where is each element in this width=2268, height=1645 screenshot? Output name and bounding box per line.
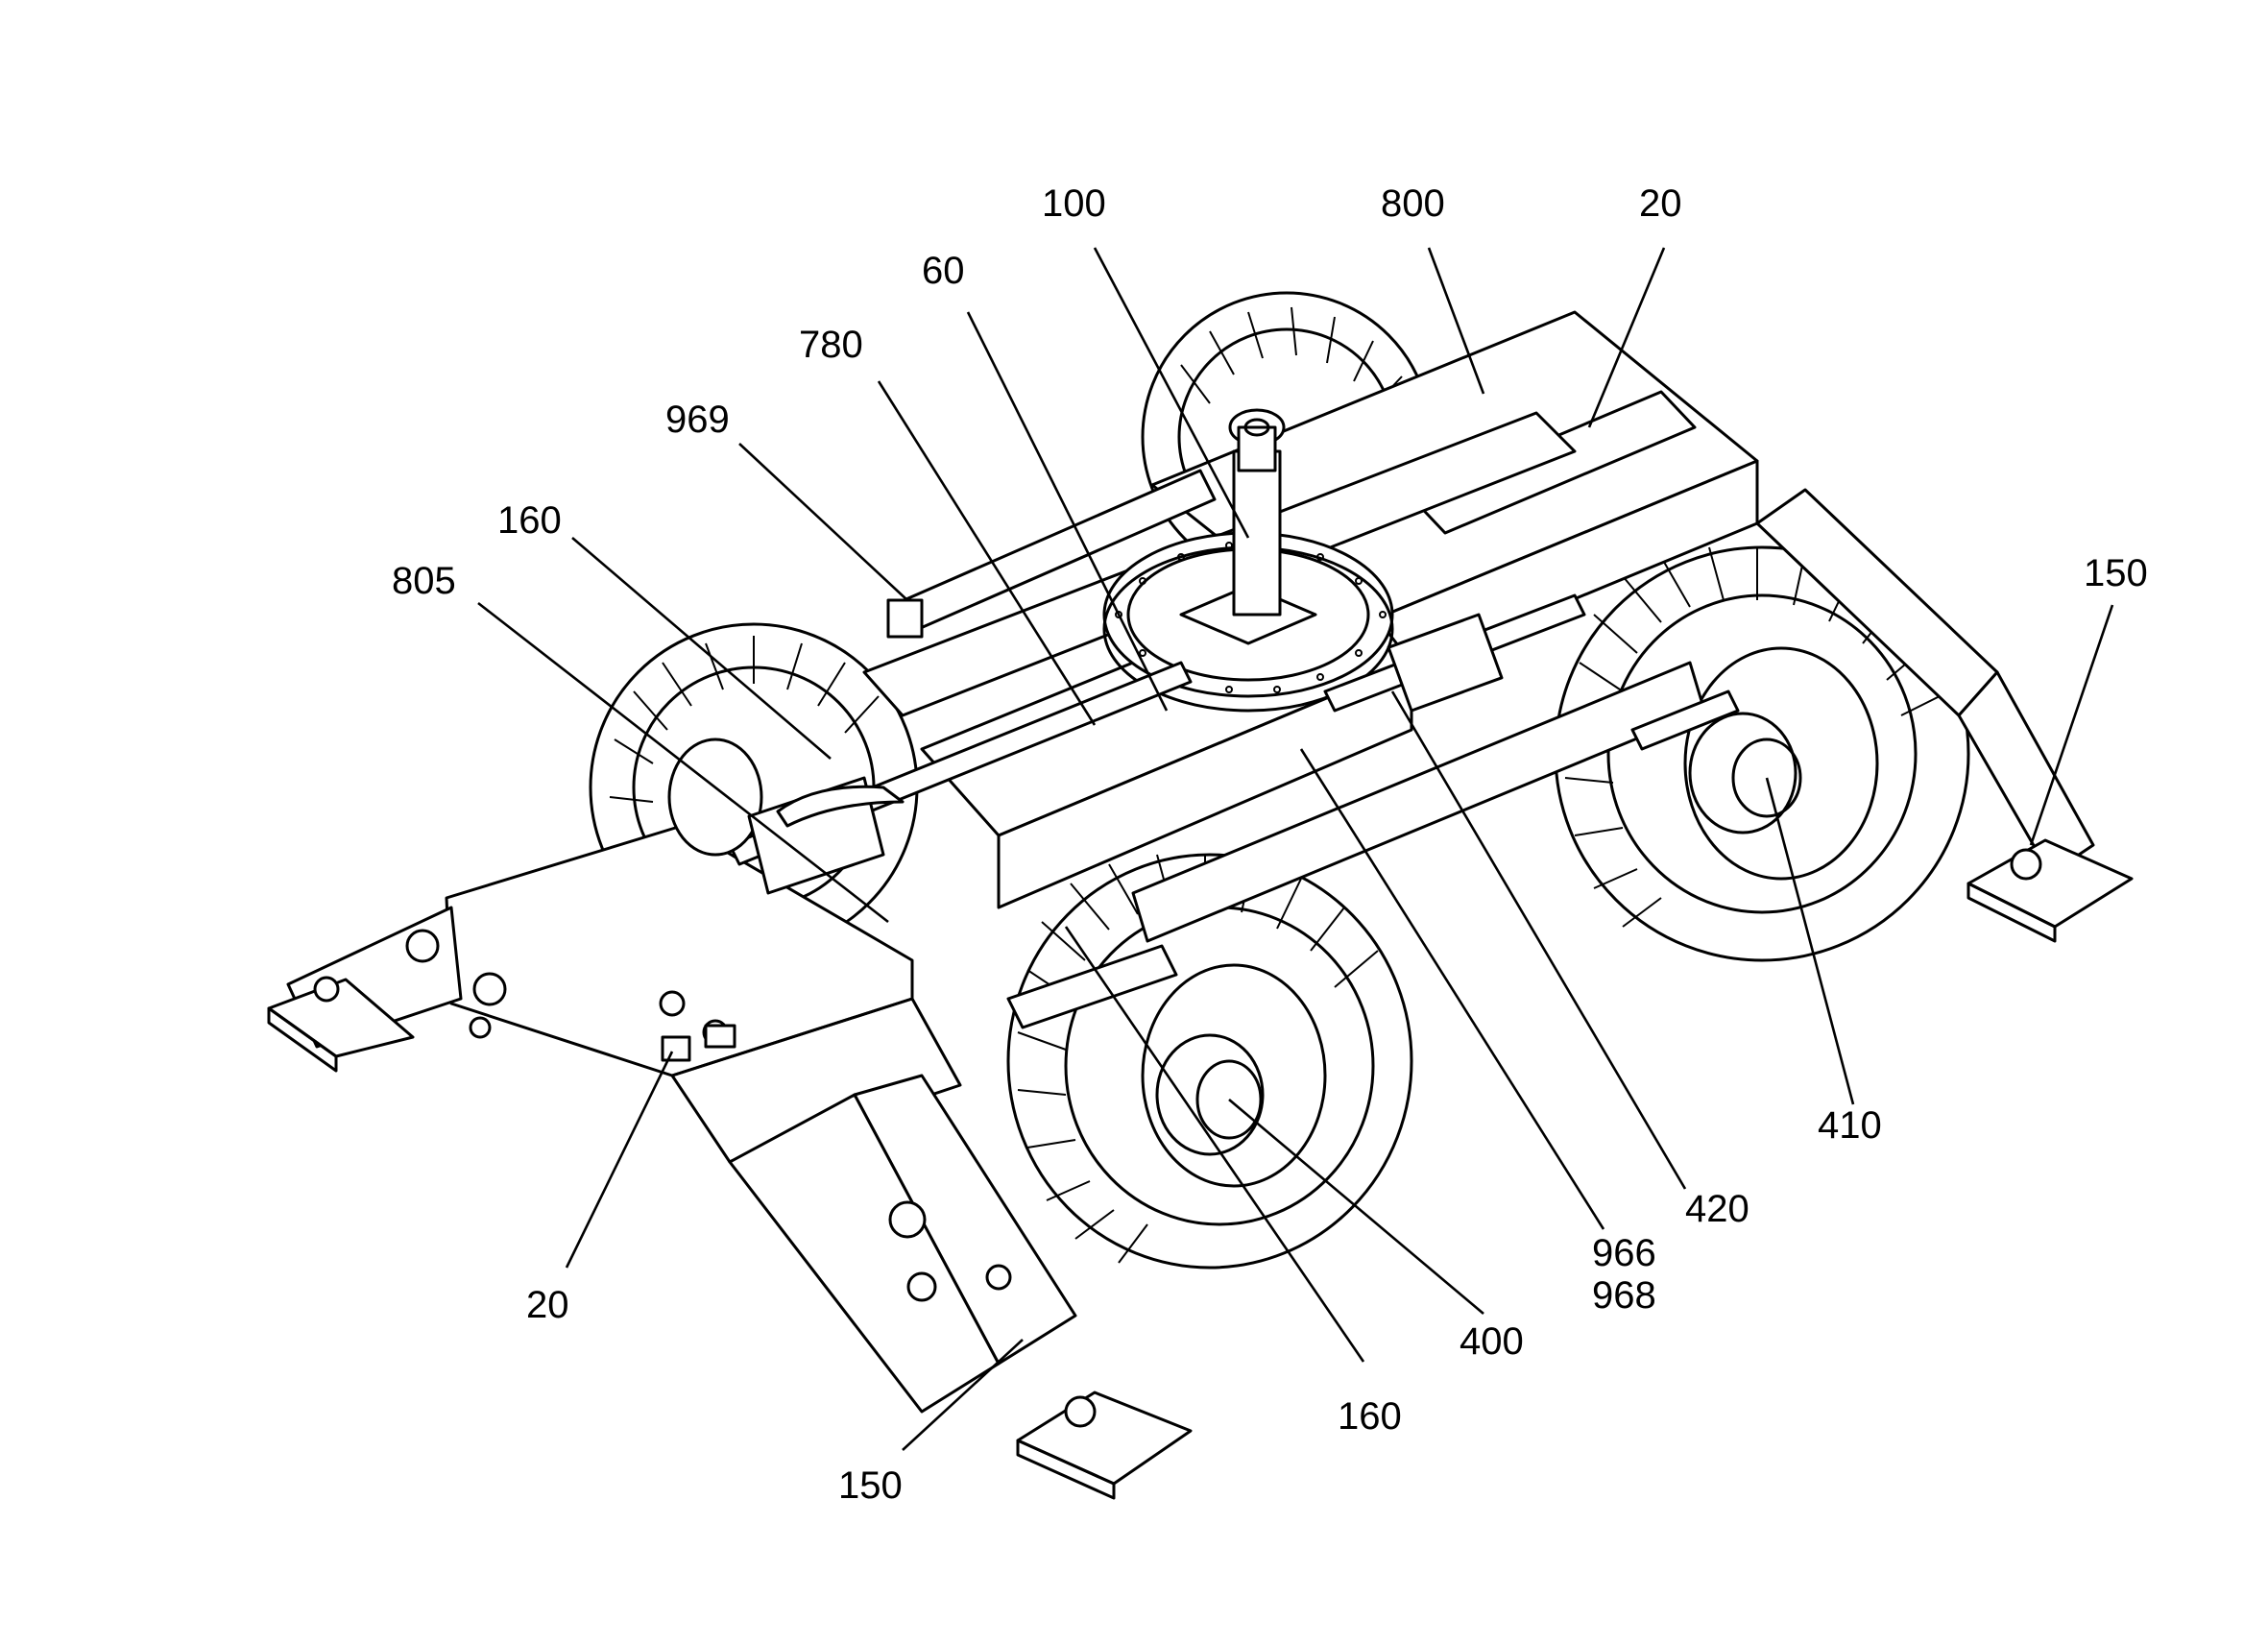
- outrigger-pad-right: [1966, 838, 2134, 943]
- front-wheel: [1006, 853, 1413, 1270]
- leader-lines: [477, 247, 2114, 1451]
- chassis-details: [469, 972, 1012, 1302]
- callout-150-right: 150: [2084, 552, 2148, 594]
- callout-969: 969: [665, 399, 730, 441]
- callout-160-bottom: 160: [1338, 1395, 1402, 1438]
- callout-805: 805: [392, 560, 456, 602]
- callout-100: 100: [1042, 182, 1106, 225]
- callout-20-bottom: 20: [526, 1284, 569, 1326]
- callout-966: 966: [1592, 1232, 1656, 1274]
- callout-20-top: 20: [1639, 182, 1682, 225]
- callout-780: 780: [799, 324, 863, 366]
- callout-800: 800: [1381, 182, 1445, 225]
- callout-160-top: 160: [497, 499, 562, 542]
- right-wheel: [1554, 545, 1970, 962]
- callout-150-bottom: 150: [838, 1464, 903, 1507]
- callout-410: 410: [1818, 1104, 1882, 1147]
- left-front-axle: [667, 738, 905, 895]
- callout-968: 968: [1592, 1274, 1656, 1317]
- outrigger-pad-left: [267, 976, 415, 1073]
- slewing-ring-assembly: [1102, 408, 1394, 713]
- outrigger-pad-bottom: [1016, 1391, 1193, 1500]
- callout-60: 60: [922, 250, 965, 292]
- callout-labels: 100 800 20 60 780 969 160 805 150 410 42…: [392, 182, 2148, 1507]
- callout-400: 400: [1460, 1320, 1524, 1363]
- callout-420: 420: [1685, 1188, 1749, 1230]
